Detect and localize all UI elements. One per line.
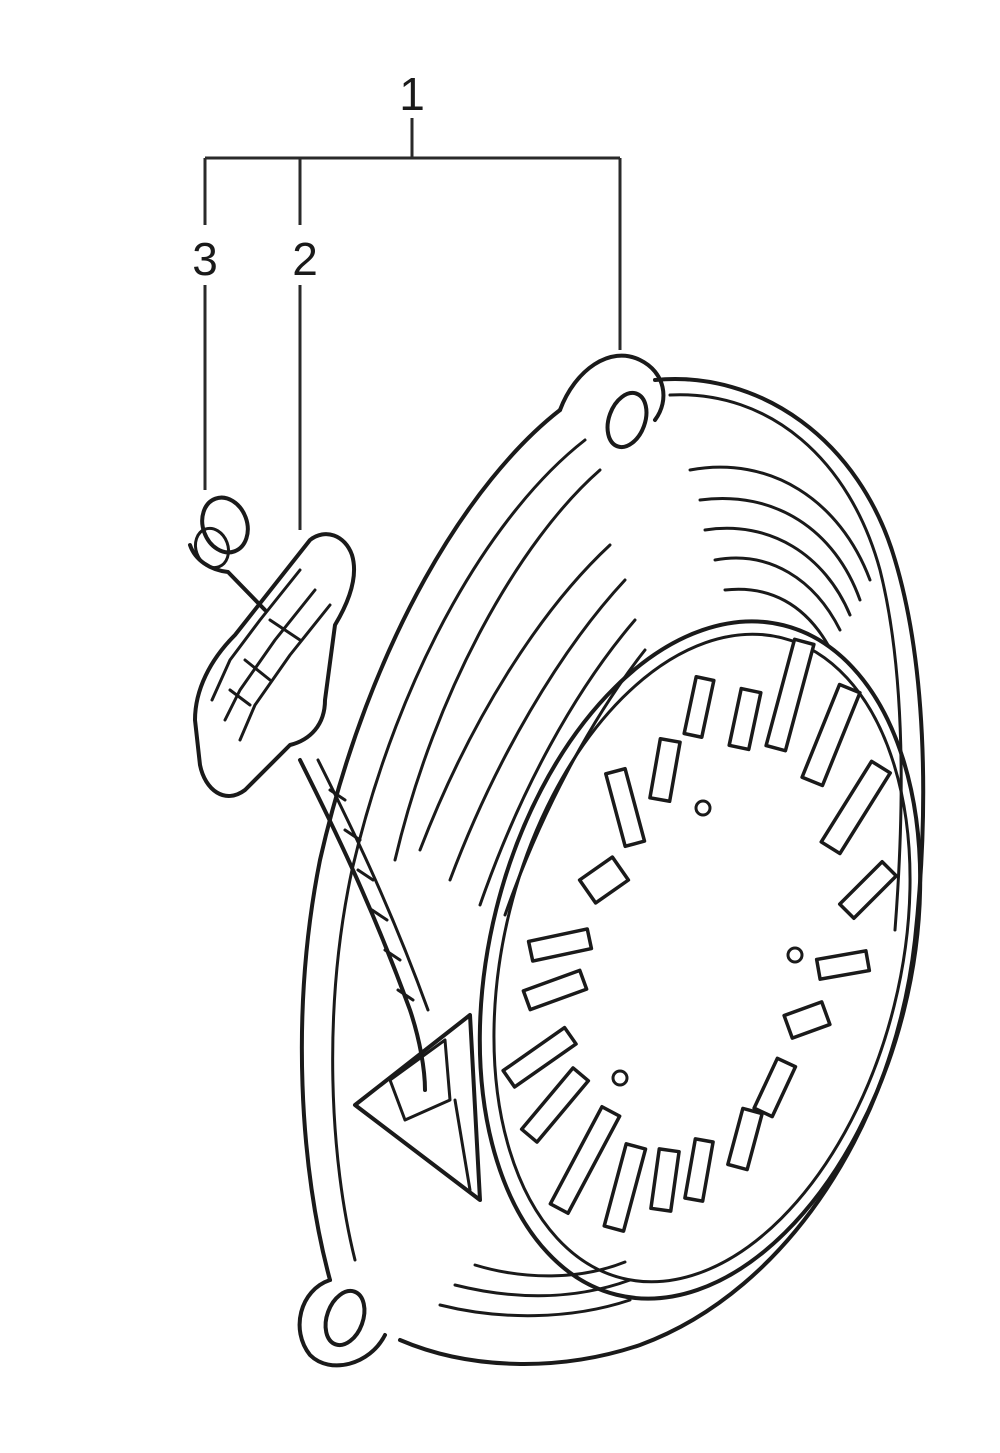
callout-number-2: 2 bbox=[292, 233, 318, 285]
face-vent-slots bbox=[501, 637, 899, 1233]
callout-leaders bbox=[203, 118, 622, 530]
callout-number-1: 1 bbox=[399, 68, 425, 120]
starter-rope bbox=[298, 758, 430, 1092]
rope-guide bbox=[353, 1013, 482, 1202]
retaining-clip bbox=[188, 495, 267, 612]
starter-housing bbox=[297, 353, 926, 1368]
callout-number-3: 3 bbox=[192, 233, 218, 285]
starter-handle bbox=[193, 532, 356, 798]
